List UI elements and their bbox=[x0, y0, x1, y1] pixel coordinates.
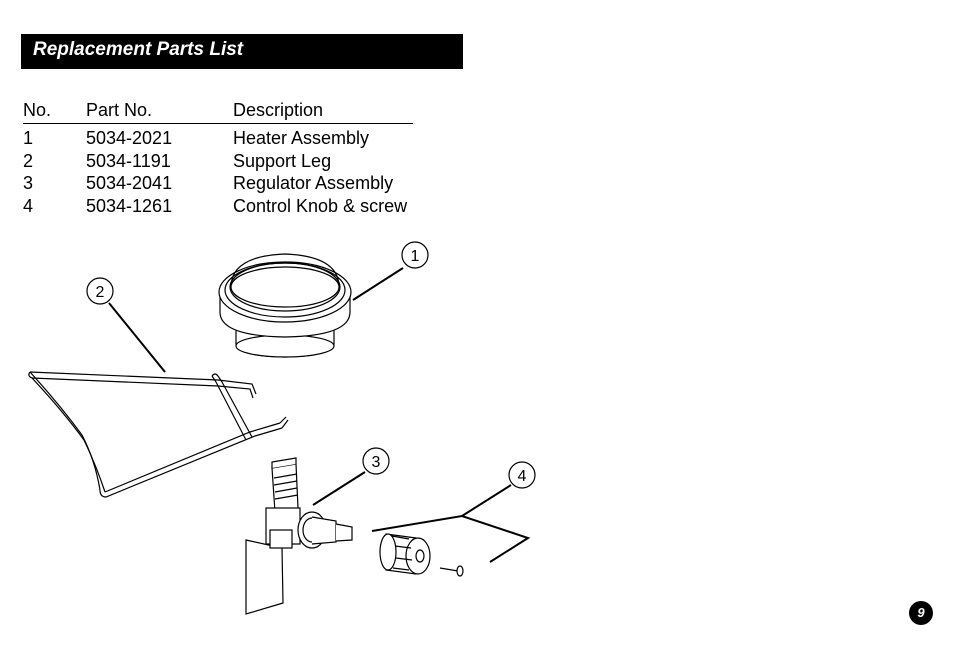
svg-text:2: 2 bbox=[96, 284, 105, 301]
row-no: 3 bbox=[23, 173, 34, 193]
header-description: Description bbox=[233, 100, 324, 120]
row-part-no: 5034-2021 bbox=[86, 128, 173, 148]
section-title-bar: Replacement Parts List bbox=[21, 34, 463, 69]
row-description: Support Leg bbox=[233, 150, 332, 171]
svg-text:3: 3 bbox=[372, 454, 381, 471]
callout-1: 1 bbox=[352, 241, 429, 301]
parts-diagram: 1 2 3 bbox=[28, 241, 536, 615]
row-description: Regulator Assembly bbox=[233, 173, 394, 193]
table-row: 2 5034-1191 Support Leg bbox=[23, 150, 423, 173]
row-description: Heater Assembly bbox=[233, 128, 370, 148]
row-no: 2 bbox=[23, 150, 34, 171]
parts-table: No. Part No. Description 1 5034-2021 Hea… bbox=[23, 99, 423, 217]
section-title: Replacement Parts List bbox=[33, 39, 244, 60]
page-number: 9 bbox=[917, 605, 925, 620]
table-row: 3 5034-2041 Regulator Assembly bbox=[23, 172, 423, 195]
screw-drawing bbox=[439, 565, 464, 577]
row-no: 4 bbox=[23, 195, 34, 216]
row-part-no: 5034-1261 bbox=[86, 195, 173, 216]
row-part-no: 5034-1191 bbox=[86, 150, 171, 171]
table-row: 4 5034-1261 Control Knob & screw bbox=[23, 195, 423, 218]
callout-4: 4 bbox=[371, 461, 536, 563]
row-description: Control Knob & screw bbox=[233, 195, 408, 216]
regulator-assembly-drawing bbox=[245, 457, 353, 615]
table-header: No. Part No. Description bbox=[23, 99, 413, 124]
control-knob-drawing bbox=[379, 533, 431, 575]
row-part-no: 5034-2041 bbox=[86, 173, 173, 193]
support-leg-drawing bbox=[28, 371, 289, 498]
page-number-badge: 9 bbox=[909, 601, 933, 625]
table-row: 1 5034-2021 Heater Assembly bbox=[23, 127, 423, 150]
row-no: 1 bbox=[23, 128, 34, 148]
callout-3: 3 bbox=[312, 447, 390, 506]
header-no: No. bbox=[23, 100, 52, 120]
heater-assembly-drawing bbox=[218, 253, 352, 358]
header-part-no: Part No. bbox=[86, 100, 153, 120]
callout-2: 2 bbox=[86, 277, 166, 373]
svg-text:4: 4 bbox=[518, 468, 527, 485]
svg-text:1: 1 bbox=[411, 248, 420, 265]
